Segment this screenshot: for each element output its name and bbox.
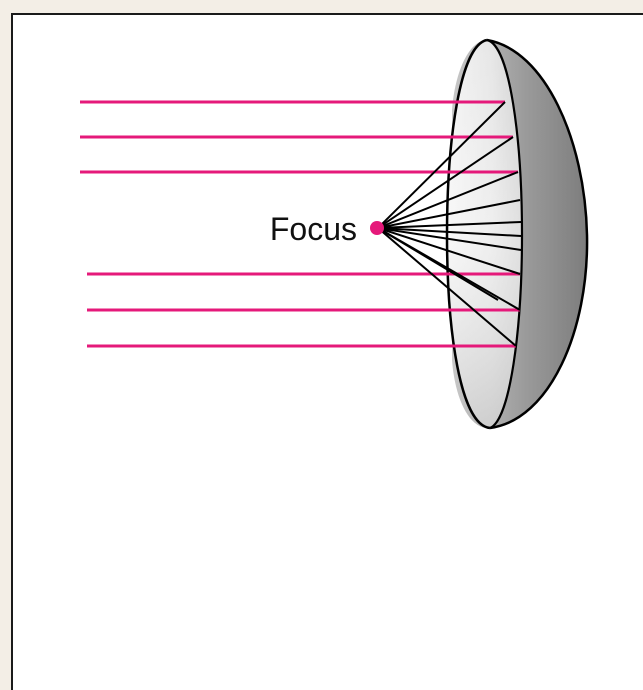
focus-label: Focus [270, 211, 357, 247]
focus-point [370, 221, 384, 235]
